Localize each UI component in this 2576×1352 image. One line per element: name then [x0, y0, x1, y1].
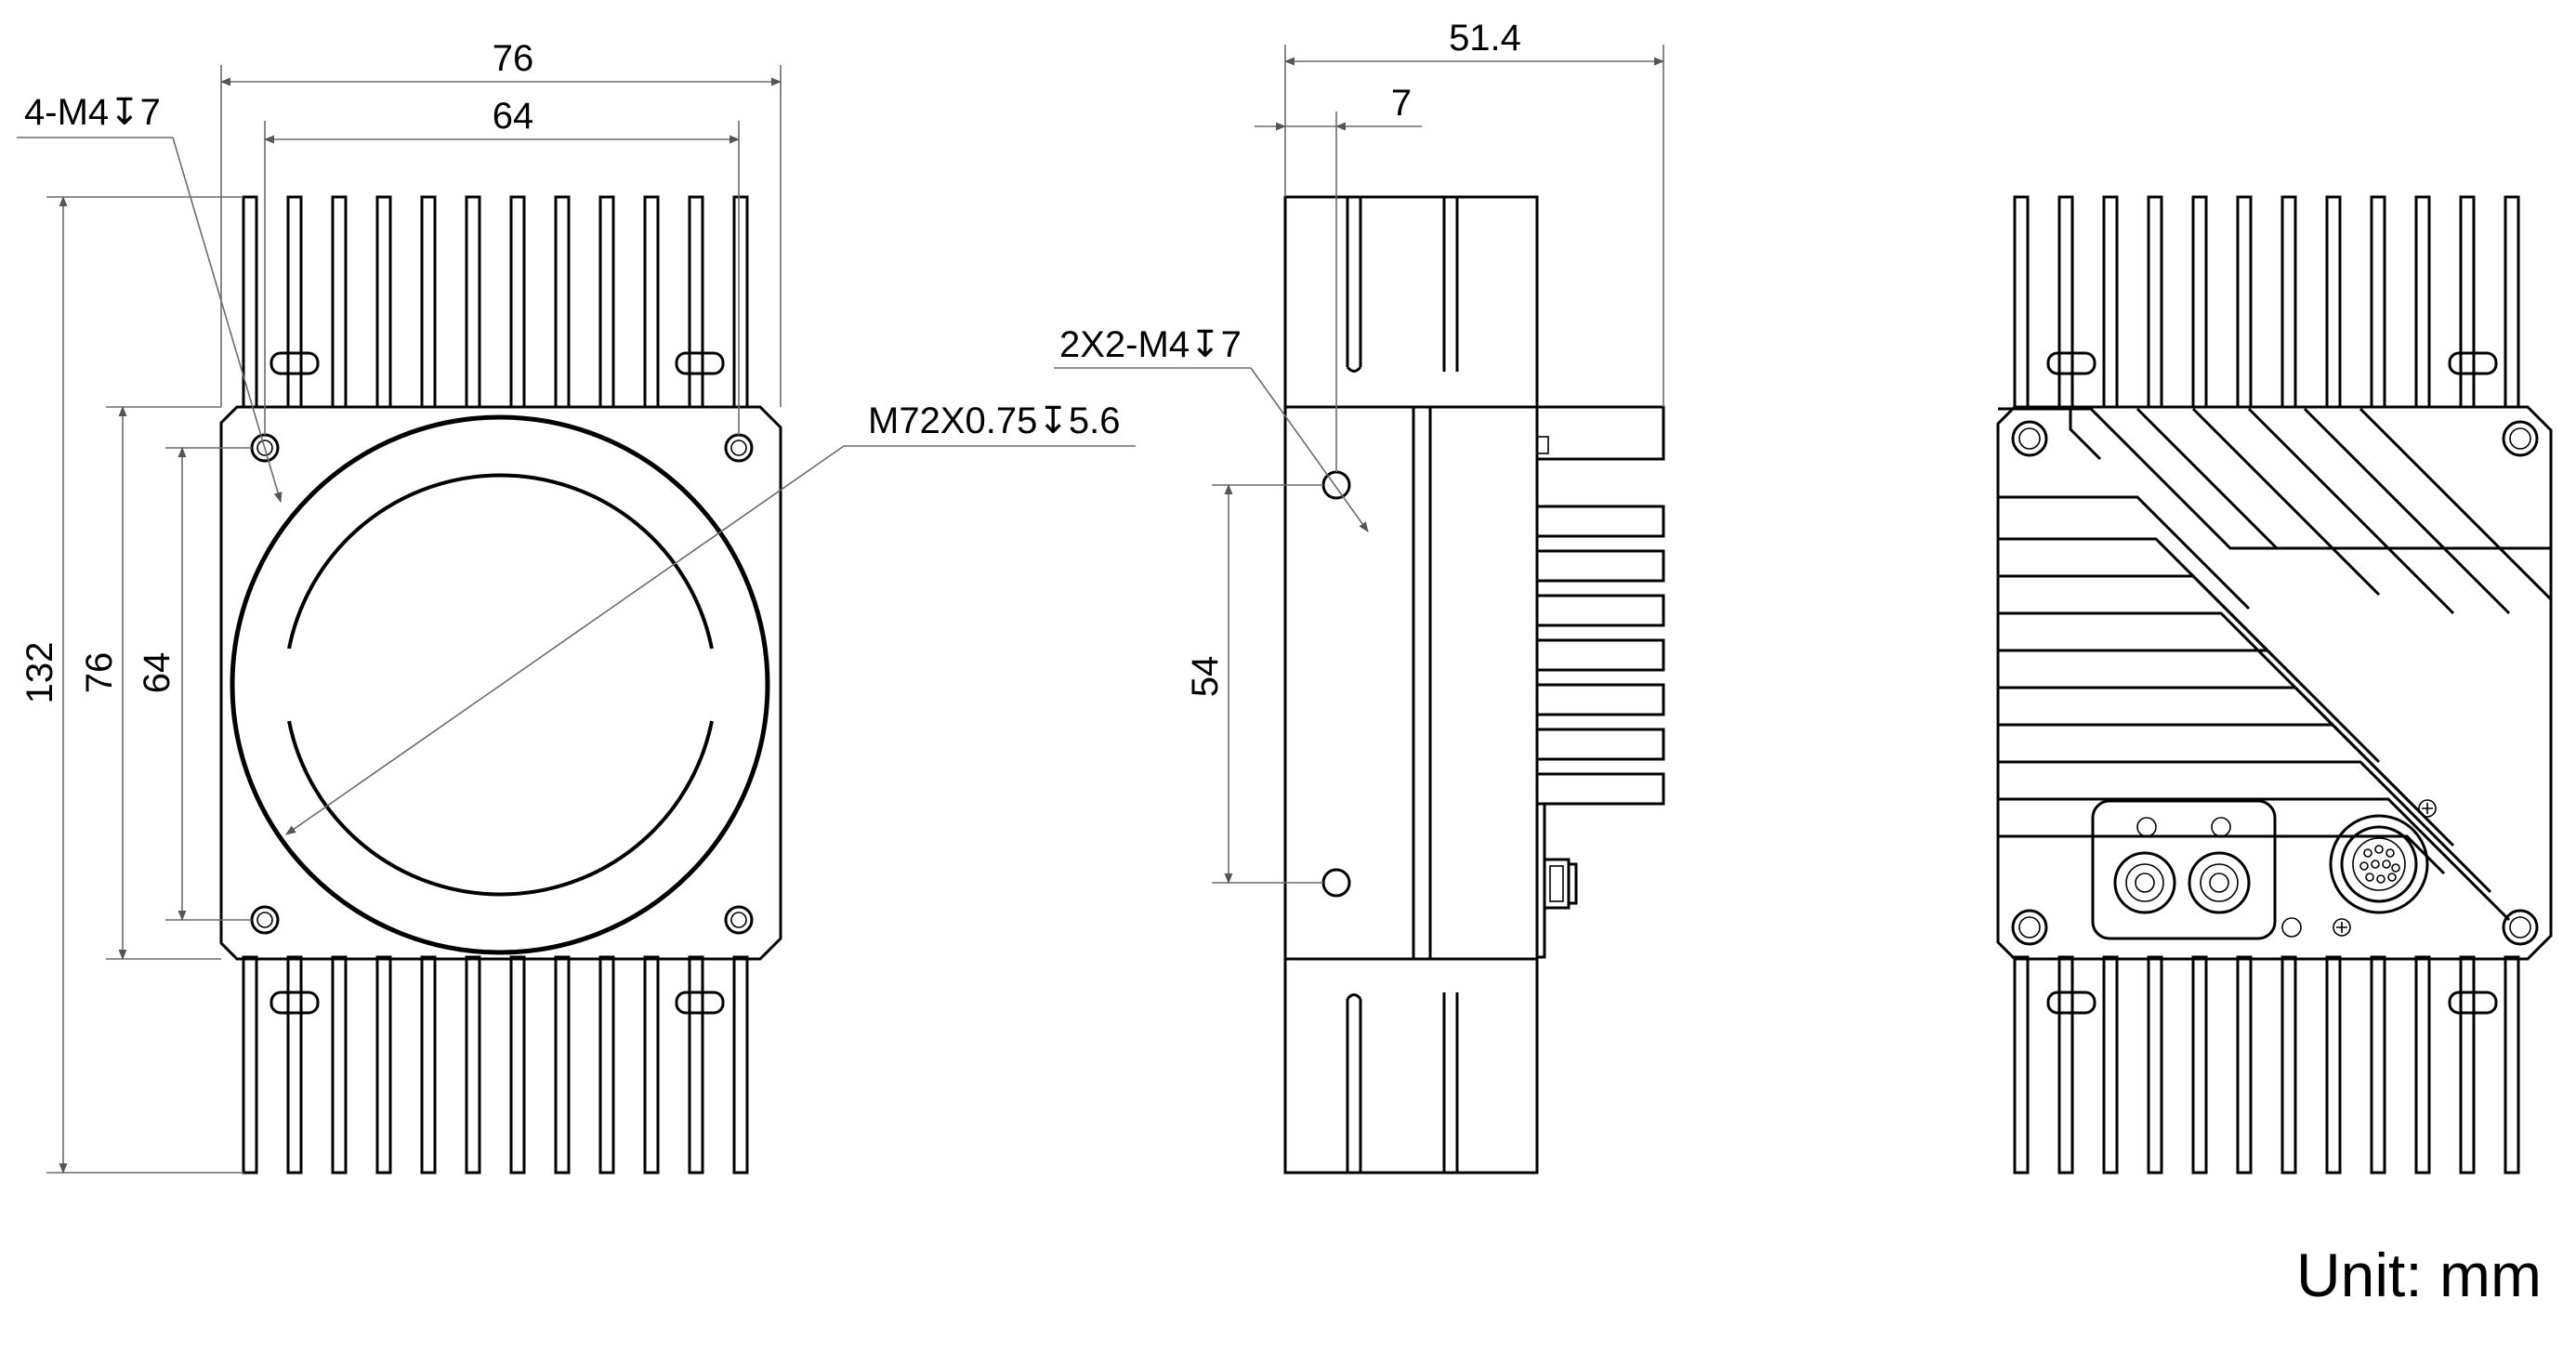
- dim-side-offset-label: 7: [1391, 83, 1412, 124]
- side-bottom-fins-block: [1283, 957, 1539, 1175]
- dim-front-height-flange-label: 76: [79, 652, 120, 694]
- rear-panel: [1996, 405, 2553, 961]
- dim-front-height-overall: 132: [20, 195, 243, 1175]
- front-bottom-heatsink-fins: [242, 955, 749, 1175]
- callout-side-holes-label: 2X2-M4↧7: [1059, 324, 1242, 365]
- rear-bottom-heatsink-fins: [2013, 955, 2520, 1175]
- side-connector-profile: [1543, 858, 1578, 910]
- dim-side-depth-label: 51.4: [1449, 18, 1521, 59]
- unit-label: Unit: mm: [2296, 1240, 2542, 1309]
- callout-lens-mount: M72X0.75↧5.6: [285, 400, 1136, 835]
- lens-mount-inner-arc-top: [287, 473, 714, 650]
- side-bottom-fin-slots: [1346, 992, 1459, 1173]
- side-mounting-holes: [1321, 470, 1351, 898]
- dim-side-depth: 51.4: [1283, 18, 1665, 407]
- rear-cooling-grooves: [1998, 407, 2553, 922]
- dim-front-width-outer-label: 76: [493, 38, 534, 79]
- dim-front-width-outer: 76: [219, 38, 782, 407]
- dim-side-hole-spacing-label: 54: [1185, 656, 1226, 698]
- front-flange-plate: [219, 405, 782, 961]
- side-top-fins-block: [1283, 195, 1539, 409]
- rear-corner-screws: [2011, 420, 2539, 946]
- dim-front-height-flange: 76: [79, 405, 221, 961]
- dim-front-height-holes-label: 64: [137, 652, 177, 694]
- side-flange-plate: [1412, 405, 1432, 961]
- lens-mount-inner-arc-bottom: [287, 720, 714, 897]
- front-top-heatsink-fins: [242, 195, 749, 409]
- dim-side-offset: 7: [1255, 83, 1422, 472]
- dim-side-hole-spacing: 54: [1185, 483, 1323, 885]
- callout-front-holes: 4-M4↧7: [17, 92, 283, 504]
- dim-front-width-holes-label: 64: [493, 96, 534, 137]
- rear-view: [1996, 195, 2553, 1175]
- front-view: 76 64 132 76 64: [17, 38, 1136, 1175]
- callout-side-holes: 2X2-M4↧7: [1054, 324, 1369, 532]
- callout-front-holes-label: 4-M4↧7: [24, 92, 161, 133]
- side-top-fin-slots: [1346, 197, 1459, 373]
- lens-mount-outer-ring: [230, 414, 770, 955]
- side-housing: [1428, 405, 1539, 961]
- rear-connector-panel: [2091, 799, 2302, 940]
- callout-lens-mount-label: M72X0.75↧5.6: [868, 400, 1120, 441]
- dim-front-height-holes: 64: [137, 446, 252, 922]
- dim-front-width-holes: 64: [263, 96, 741, 435]
- side-view: 51.4 7 54 2X2-M4↧7: [1054, 18, 1665, 1175]
- rear-top-heatsink-fins: [2013, 195, 2520, 409]
- side-rear-fins: [1535, 405, 1665, 806]
- dim-front-height-overall-label: 132: [20, 642, 60, 704]
- rear-power-io-connector: [2329, 799, 2437, 937]
